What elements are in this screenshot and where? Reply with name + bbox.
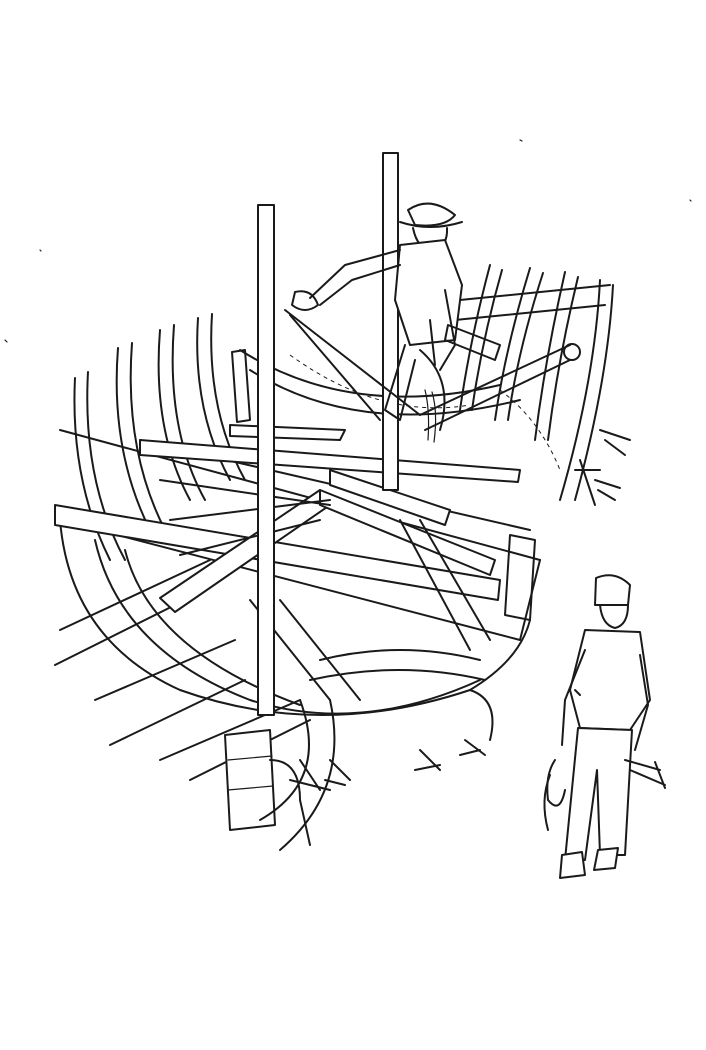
vertical-poles bbox=[257, 152, 399, 716]
keel-block bbox=[224, 729, 311, 846]
hull bbox=[59, 429, 541, 851]
worker-in-hat bbox=[291, 202, 501, 431]
background-speckles bbox=[4, 139, 692, 343]
side-clamps bbox=[574, 429, 631, 506]
standing-worker bbox=[543, 574, 666, 879]
